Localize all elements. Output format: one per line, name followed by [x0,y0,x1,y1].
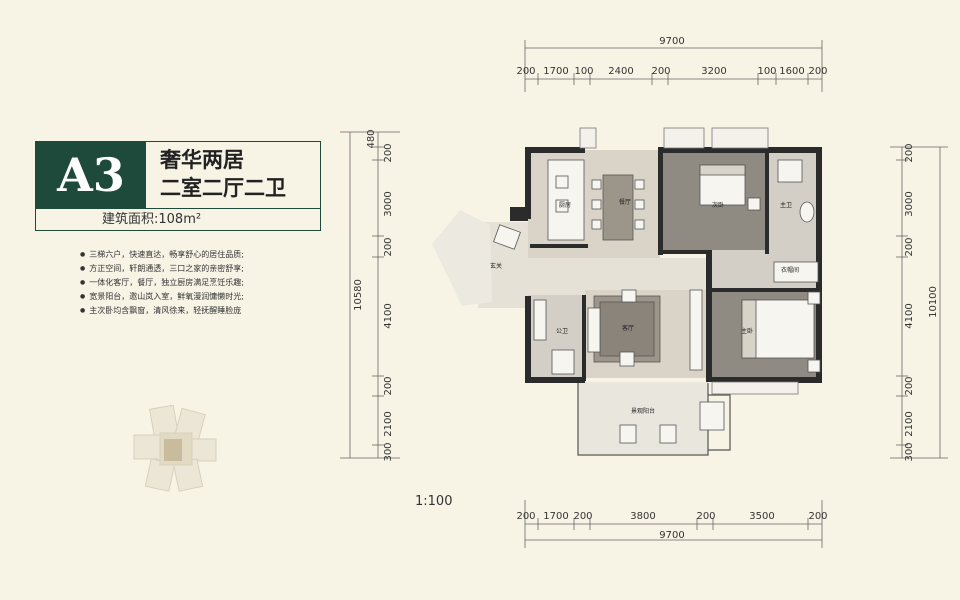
room-label-foyer: 玄关 [490,262,502,270]
dim-right: 300 [904,442,915,461]
dim-bottom: 1700 [543,511,568,522]
unit-code: A3 [36,142,146,208]
dim-bottom: 3500 [749,511,774,522]
dim-right: 4100 [904,303,915,328]
scale-label: 1:100 [415,494,453,509]
unit-title-box: A3 奢华两居 二室二厅二卫 建筑面积:108m² [35,141,321,231]
dim-bottom: 3800 [630,511,655,522]
walls [510,147,822,383]
feature-item: 方正空间，轩朗通透，三口之家的亲密舒享; [80,262,244,276]
area-value: 108m² [158,212,202,227]
right-dimensions [890,146,948,459]
left-dimensions [340,131,400,459]
room-label-kitchen: 厨房 [559,201,571,209]
dim-right-total: 10100 [928,286,939,318]
room-label-dining: 餐厅 [619,198,631,206]
bottom-dimensions [524,500,823,548]
dim-top: 1600 [779,66,804,77]
dim-right: 2100 [904,411,915,436]
dim-left: 4100 [383,303,394,328]
dim-bottom: 200 [516,511,535,522]
room-label-master-bath: 主卫 [780,201,792,209]
top-dimensions [524,40,823,92]
dim-bottom: 200 [696,511,715,522]
dim-right: 3000 [904,191,915,216]
dim-top: 1700 [543,66,568,77]
dim-left: 200 [383,237,394,256]
dim-left: 300 [383,442,394,461]
dim-left: 3000 [383,191,394,216]
dim-left-total: 10580 [353,279,364,311]
dim-top: 200 [651,66,670,77]
key-plan [133,405,217,492]
area-label: 建筑面积: [102,212,159,227]
dim-right: 200 [904,237,915,256]
dim-top: 3200 [701,66,726,77]
dim-bottom-total: 9700 [659,530,684,541]
feature-item: 三梯六户，快速直达，畅享舒心的居住品质; [80,248,244,262]
title-divider [36,208,320,209]
room-label-second-bedroom: 次卧 [712,201,724,209]
dim-top: 200 [516,66,535,77]
key-plan-highlight [164,439,182,461]
feature-item: 宽景阳台，邀山岚入室，鲜氧漫润慵懒时光; [80,290,244,304]
dim-top: 2400 [608,66,633,77]
furniture [493,159,821,444]
dim-right: 200 [904,143,915,162]
feature-item: 一体化客厅，餐厅，独立厨房满足烹饪乐趣; [80,276,244,290]
room-label-living: 客厅 [622,324,634,332]
dim-bottom: 200 [808,511,827,522]
feature-item: 主次卧均含飘窗，清风徐来，轻抚醒睡脸庞 [80,304,244,318]
room-label-master-bedroom: 主卧 [741,327,753,335]
dim-bottom: 200 [573,511,592,522]
room-label-secondary-bath: 公卫 [556,328,568,335]
area-line: 建筑面积:108m² [102,210,201,230]
dim-top: 200 [808,66,827,77]
dim-right: 200 [904,376,915,395]
bay-windows [579,127,799,395]
dim-top: 100 [574,66,593,77]
dim-left: 200 [383,376,394,395]
dim-left: 200 [383,143,394,162]
room-label-balcony: 景观阳台 [631,407,655,415]
dim-top: 100 [757,66,776,77]
unit-name-line1: 奢华两居 [160,147,244,172]
unit-name-line2: 二室二厅二卫 [160,175,286,200]
dim-left: 2100 [383,411,394,436]
dim-top-total: 9700 [659,36,684,47]
dim-left: 480 [366,129,377,148]
room-label-closet: 衣帽间 [781,266,799,274]
feature-list: 三梯六户，快速直达，畅享舒心的居住品质; 方正空间，轩朗通透，三口之家的亲密舒享… [80,248,244,318]
